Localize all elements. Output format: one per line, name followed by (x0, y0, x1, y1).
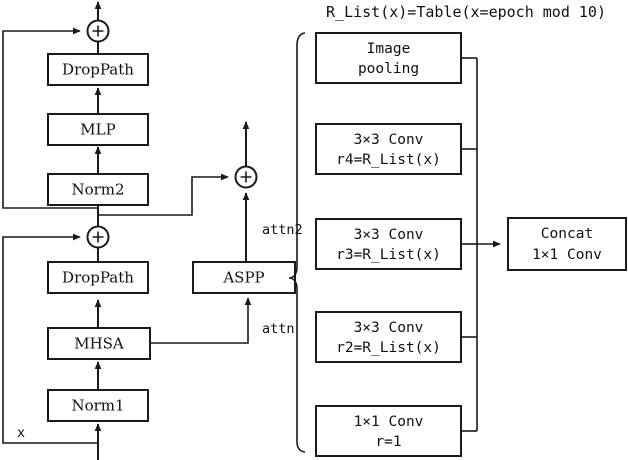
block-conv-r3-label-2: r3=R_List(x) (336, 247, 441, 263)
block-droppath-top-label: DropPath (62, 61, 134, 79)
block-conv-r3-label-1: 3×3 Conv (354, 227, 424, 243)
edge-label-attn2: attn2 (262, 222, 303, 238)
skip-connection-inner (2, 233, 98, 444)
operator-add-3-glyph (240, 171, 252, 183)
block-droppath-bottom (47, 261, 149, 294)
block-image-pooling-label-1: Image (367, 41, 411, 57)
block-norm2-label: Norm2 (71, 181, 124, 199)
edge-label-attn: attn (262, 321, 295, 337)
input-label: x (17, 425, 25, 441)
edge-mhsa-to-aspp (150, 297, 252, 344)
block-conv-r2-label-1: 3×3 Conv (354, 320, 424, 336)
block-image-pooling (315, 32, 462, 84)
block-conv-r4-label-2: r4=R_List(x) (336, 152, 441, 168)
diagram-title: R_List(x)=Table(x=epoch mod 10) (326, 3, 606, 21)
block-conv-r4-label-1: 3×3 Conv (354, 132, 424, 148)
block-concat (507, 217, 627, 271)
block-conv-r3 (315, 218, 462, 270)
block-droppath-bottom-label: DropPath (62, 269, 134, 287)
block-conv-r1-label-1: 1×1 Conv (354, 414, 424, 430)
operator-add-2-glyph (92, 231, 104, 243)
block-norm1 (47, 389, 149, 422)
block-conv-r2 (315, 311, 462, 363)
block-concat-label-1: Concat (541, 226, 593, 242)
edge-residual-to-add3 (98, 173, 229, 216)
block-concat-label-2: 1×1 Conv (532, 247, 602, 263)
block-image-pooling-label-2: pooling (358, 61, 419, 77)
block-mhsa-label: MHSA (74, 335, 124, 353)
block-aspp-label: ASPP (222, 269, 264, 287)
skip-connection-outer (2, 27, 98, 209)
block-conv-r2-label-2: r2=R_List(x) (336, 340, 441, 356)
aspp-expansion-brace (288, 32, 306, 453)
block-norm1-label: Norm1 (71, 397, 124, 415)
block-mlp (47, 113, 149, 146)
block-norm2 (47, 173, 149, 206)
block-conv-r1 (315, 405, 462, 457)
block-conv-r1-label-2: r=1 (375, 434, 401, 450)
block-aspp (192, 261, 296, 294)
block-mlp-label: MLP (80, 121, 115, 139)
operator-add-1-glyph (92, 25, 104, 37)
block-droppath-top (47, 53, 149, 86)
